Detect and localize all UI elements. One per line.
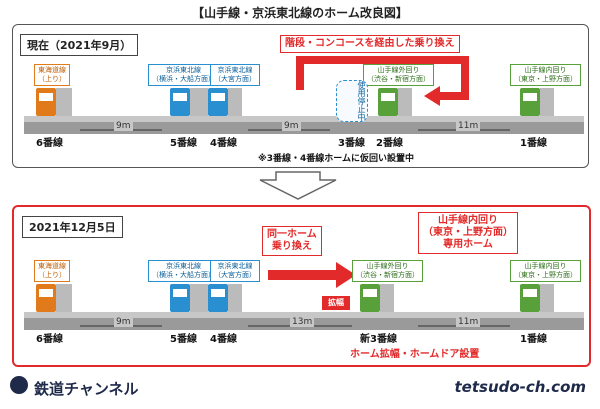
label-tokaido: 東海道線 （上り） [34, 64, 70, 86]
track-3-new: 新3番線 [360, 334, 397, 345]
label-keihin-yoko-new: 京浜東北線 （横浜・大船方面） [148, 260, 219, 282]
same-platform-callout: 同一ホーム 乗り換え [262, 226, 322, 256]
logo-icon [10, 376, 28, 394]
current-panel [12, 24, 589, 168]
track-5: 5番線 [170, 138, 197, 149]
stop-indicator: 使用停止中 [336, 80, 368, 122]
platform-top-new [24, 312, 584, 318]
track-4-new: 4番線 [210, 334, 237, 345]
train-keihin-yoko-new [170, 284, 208, 312]
future-panel-title: 2021年12月5日 [22, 216, 123, 238]
train-tokaido-current [36, 88, 72, 116]
future-panel [12, 205, 591, 367]
label-keihin-omiya-new: 京浜東北線 （大宮方面） [210, 260, 260, 282]
distance-2: 9m [282, 121, 301, 131]
transfer-route-arrow [296, 56, 469, 100]
distance-3: 11m [456, 121, 481, 131]
label-yamate-soto-new: 山手線外回り （渋谷・新宿方面） [352, 260, 423, 282]
transfer-callout: 階段・コンコースを経由した乗り換え [280, 35, 460, 53]
train-yamate-uchi-current [520, 88, 554, 116]
brand-logo: 鉄道チャンネル [10, 376, 139, 399]
platform-base [24, 122, 584, 134]
diagram-title: 【山手線・京浜東北線のホーム改良図】 [192, 6, 408, 20]
panel1-note: ※3番線・4番線ホームに仮回い設置中 [258, 154, 415, 164]
distance-new-1: 9m [114, 317, 133, 327]
transfer-arrowhead [424, 86, 440, 106]
distance-new-2: 13m [290, 317, 315, 327]
track-1-new: 1番線 [520, 334, 547, 345]
label-keihin-omiya: 京浜東北線 （大宮方面） [210, 64, 260, 86]
same-platform-arrowhead [336, 262, 356, 288]
train-keihin-omiya-new [208, 284, 242, 312]
label-yamate-soto: 山手線外回り （渋谷・新宿方面） [363, 64, 434, 86]
track-3: 3番線 [338, 138, 365, 149]
track-6-new: 6番線 [36, 334, 63, 345]
platform-top [24, 116, 584, 122]
train-keihin-omiya-current [208, 88, 242, 116]
label-yamate-uchi: 山手線内回り （東京・上野方面） [510, 64, 581, 86]
site-url: tetsudo-ch.com [454, 378, 586, 396]
label-tokaido-new: 東海道線 （上り） [34, 260, 70, 282]
track-6: 6番線 [36, 138, 63, 149]
track-4: 4番線 [210, 138, 237, 149]
widening-badge: 拡幅 [322, 296, 350, 310]
same-platform-arrow-shaft [268, 270, 336, 280]
label-keihin-yoko: 京浜東北線 （横浜・大船方面） [148, 64, 219, 86]
train-yamate-soto-current [378, 88, 412, 116]
train-yamate-soto-new [360, 284, 394, 312]
track-2: 2番線 [376, 138, 403, 149]
brand-text: 鉄道チャンネル [34, 380, 139, 398]
track-5-new: 5番線 [170, 334, 197, 345]
panel2-footer: ホーム拡幅・ホームドア設置 [350, 349, 480, 360]
current-panel-title: 現在（2021年9月） [20, 34, 139, 56]
distance-new-3: 11m [456, 317, 481, 327]
train-tokaido-new [36, 284, 72, 312]
train-keihin-yoko-current [170, 88, 208, 116]
yamate-uchi-callout: 山手線内回り （東京・上野方面） 専用ホーム [418, 212, 518, 254]
train-yamate-uchi-new [520, 284, 554, 312]
label-yamate-uchi-new: 山手線内回り （東京・上野方面） [510, 260, 581, 282]
distance-1: 9m [114, 121, 133, 131]
track-1: 1番線 [520, 138, 547, 149]
transition-arrow [259, 171, 337, 200]
